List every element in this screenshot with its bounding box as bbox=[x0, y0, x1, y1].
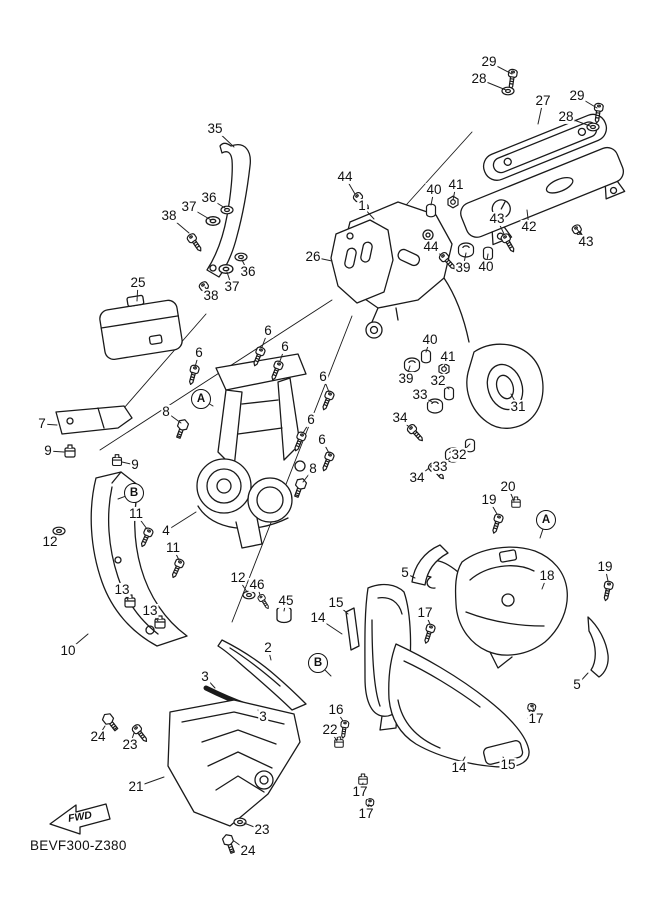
part-26-plate bbox=[330, 219, 394, 304]
part-callout-33: 33 bbox=[411, 386, 429, 403]
part-callout-14: 14 bbox=[450, 759, 468, 776]
part-callout-23: 23 bbox=[121, 736, 139, 753]
part-callout-24: 24 bbox=[239, 842, 257, 859]
part-callout-23: 23 bbox=[253, 821, 271, 838]
part-callout-17: 17 bbox=[357, 805, 375, 822]
part-callout-38: 38 bbox=[202, 287, 220, 304]
construction-lines bbox=[99, 131, 473, 623]
connector-ref-A: A bbox=[536, 510, 556, 530]
part-27-meter-stay bbox=[482, 113, 608, 181]
part-callout-13: 13 bbox=[113, 581, 131, 598]
part-callout-32: 32 bbox=[429, 372, 447, 389]
part-callout-32: 32 bbox=[450, 446, 468, 463]
part-callout-27: 27 bbox=[534, 92, 552, 109]
part-callout-26: 26 bbox=[304, 248, 322, 265]
part-callout-29: 29 bbox=[568, 87, 586, 104]
part-callout-44: 44 bbox=[422, 238, 440, 255]
part-callout-1: 1 bbox=[357, 197, 367, 214]
part-callout-40: 40 bbox=[421, 331, 439, 348]
part-callout-44: 44 bbox=[336, 168, 354, 185]
part-callout-8: 8 bbox=[161, 403, 171, 420]
part-callout-11: 11 bbox=[127, 505, 145, 522]
part-callout-6: 6 bbox=[306, 411, 316, 428]
part-callout-43: 43 bbox=[488, 210, 506, 227]
part-callout-6: 6 bbox=[194, 344, 204, 361]
part-callout-29: 29 bbox=[480, 53, 498, 70]
part-callout-33: 33 bbox=[431, 458, 449, 475]
part-callout-6: 6 bbox=[317, 431, 327, 448]
part-callout-34: 34 bbox=[408, 469, 426, 486]
part-callout-15: 15 bbox=[499, 756, 517, 773]
part-25-box bbox=[99, 294, 183, 360]
part-callout-17: 17 bbox=[527, 710, 545, 727]
part-callout-40: 40 bbox=[425, 181, 443, 198]
part-4-headlight-stay bbox=[196, 353, 307, 549]
part-callout-43: 43 bbox=[577, 233, 595, 250]
part-callout-39: 39 bbox=[397, 370, 415, 387]
part-callout-9: 9 bbox=[43, 442, 53, 459]
part-callout-24: 24 bbox=[89, 728, 107, 745]
part-callout-39: 39 bbox=[454, 259, 472, 276]
part-callout-7: 7 bbox=[37, 415, 47, 432]
part-callout-8: 8 bbox=[308, 460, 318, 477]
part-callout-5: 5 bbox=[572, 676, 582, 693]
part-callout-6: 6 bbox=[280, 338, 290, 355]
part-callout-46: 46 bbox=[248, 576, 266, 593]
part-callout-12: 12 bbox=[229, 569, 247, 586]
part-callout-4: 4 bbox=[161, 522, 171, 539]
part-callout-3: 3 bbox=[200, 668, 210, 685]
part-callout-15: 15 bbox=[327, 594, 345, 611]
part-callout-41: 41 bbox=[439, 348, 457, 365]
part-callout-36: 36 bbox=[200, 189, 218, 206]
part-callout-19: 19 bbox=[596, 558, 614, 575]
part-callout-18: 18 bbox=[538, 567, 556, 584]
part-callout-28: 28 bbox=[470, 70, 488, 87]
part-callout-13: 13 bbox=[141, 602, 159, 619]
part-callout-34: 34 bbox=[391, 409, 409, 426]
part-callout-10: 10 bbox=[59, 642, 77, 659]
part-5-trim-left bbox=[411, 544, 449, 586]
part-callout-22: 22 bbox=[321, 721, 339, 738]
part-5-trim-right bbox=[587, 616, 609, 678]
part-callout-38: 38 bbox=[160, 207, 178, 224]
part-callout-17: 17 bbox=[351, 783, 369, 800]
part-15-strip bbox=[345, 607, 360, 651]
part-callout-20: 20 bbox=[499, 478, 517, 495]
part-callout-9: 9 bbox=[130, 456, 140, 473]
connector-ref-B: B bbox=[308, 653, 328, 673]
part-callout-25: 25 bbox=[129, 274, 147, 291]
part-callout-21: 21 bbox=[127, 778, 145, 795]
part-callout-17: 17 bbox=[416, 604, 434, 621]
part-callout-40: 40 bbox=[477, 258, 495, 275]
part-callout-37: 37 bbox=[223, 278, 241, 295]
part-callout-19: 19 bbox=[480, 491, 498, 508]
diagram-code: BEVF300-Z380 bbox=[30, 838, 127, 853]
part-callout-35: 35 bbox=[206, 120, 224, 137]
part-callout-5: 5 bbox=[400, 564, 410, 581]
fwd-arrow bbox=[49, 803, 111, 835]
part-callout-28: 28 bbox=[557, 108, 575, 125]
part-callout-14: 14 bbox=[309, 609, 327, 626]
part-callout-37: 37 bbox=[180, 198, 198, 215]
connector-ref-A: A bbox=[191, 389, 211, 409]
part-callout-41: 41 bbox=[447, 176, 465, 193]
part-callout-42: 42 bbox=[520, 218, 538, 235]
connector-ref-B: B bbox=[124, 483, 144, 503]
part-callout-36: 36 bbox=[239, 263, 257, 280]
part-callout-11: 11 bbox=[164, 539, 182, 556]
part-callout-3: 3 bbox=[258, 708, 268, 725]
part-callout-6: 6 bbox=[318, 368, 328, 385]
part-callout-2: 2 bbox=[263, 639, 273, 656]
part-callout-6: 6 bbox=[263, 322, 273, 339]
part-10-side-panel bbox=[90, 471, 188, 647]
part-callout-16: 16 bbox=[327, 701, 345, 718]
part-2-inner-panel bbox=[217, 639, 307, 711]
part-callout-12: 12 bbox=[41, 533, 59, 550]
part-callout-45: 45 bbox=[277, 592, 295, 609]
part-callout-31: 31 bbox=[509, 398, 527, 415]
part-7-bracket bbox=[55, 405, 133, 435]
